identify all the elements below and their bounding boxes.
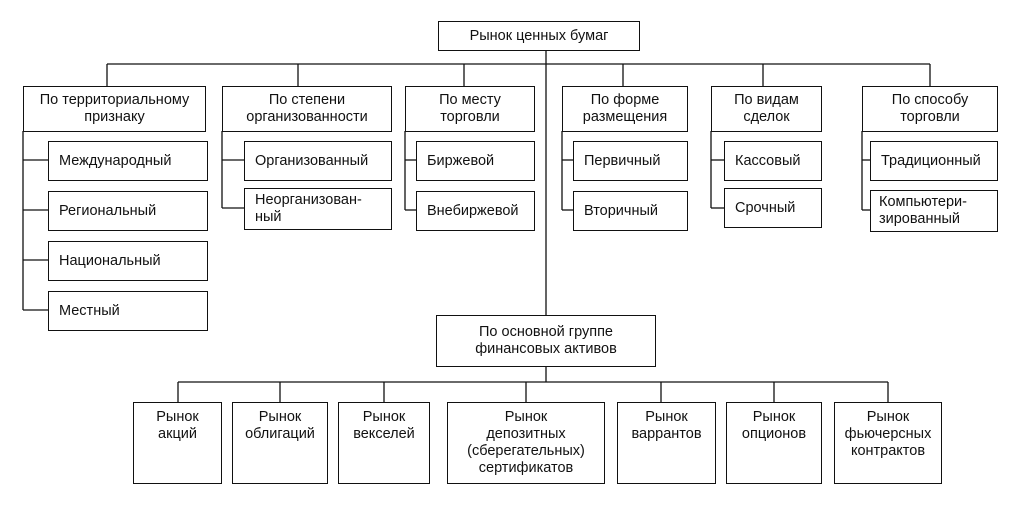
item-exchange: Биржевой bbox=[416, 141, 535, 181]
item-otc: Внебиржевой bbox=[416, 191, 535, 231]
market-bonds: Рынок облигаций bbox=[232, 402, 328, 484]
asset-group-node: По основной группе финансовых активов bbox=[436, 315, 656, 367]
category-trading-place: По месту торговли bbox=[405, 86, 535, 132]
market-warrants: Рынок варрантов bbox=[617, 402, 716, 484]
item-secondary: Вторичный bbox=[573, 191, 688, 231]
category-trading-method: По способу торговли bbox=[862, 86, 998, 132]
item-national: Национальный bbox=[48, 241, 208, 281]
category-territorial: По территориальному признаку bbox=[23, 86, 206, 132]
market-stocks: Рынок акций bbox=[133, 402, 222, 484]
market-options: Рынок опционов bbox=[726, 402, 822, 484]
root-node: Рынок ценных бумаг bbox=[438, 21, 640, 51]
item-forward: Срочный bbox=[724, 188, 822, 228]
category-deal-types: По видам сделок bbox=[711, 86, 822, 132]
item-traditional: Традиционный bbox=[870, 141, 998, 181]
item-regional: Региональный bbox=[48, 191, 208, 231]
category-placement-form: По форме размещения bbox=[562, 86, 688, 132]
item-international: Международный bbox=[48, 141, 208, 181]
item-primary: Первичный bbox=[573, 141, 688, 181]
market-bills: Рынок векселей bbox=[338, 402, 430, 484]
market-futures: Рынок фьючерсных контрактов bbox=[834, 402, 942, 484]
category-organization: По степени организованности bbox=[222, 86, 392, 132]
item-organized: Организованный bbox=[244, 141, 392, 181]
market-deposit-certificates: Рынок депозитных (сберегательных) сертиф… bbox=[447, 402, 605, 484]
item-unorganized: Неорганизован- ный bbox=[244, 188, 392, 230]
item-cash: Кассовый bbox=[724, 141, 822, 181]
item-local: Местный bbox=[48, 291, 208, 331]
item-computerized: Компьютери- зированный bbox=[870, 190, 998, 232]
